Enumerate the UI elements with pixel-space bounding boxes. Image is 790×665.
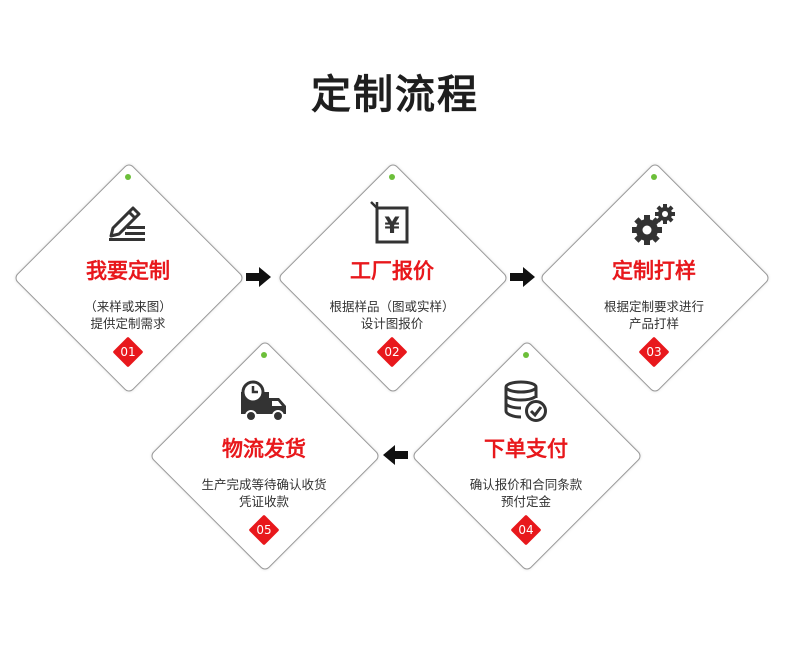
step-card-3: 定制打样 根据定制要求进行 产品打样 03 xyxy=(539,162,771,394)
step-title: 下单支付 xyxy=(484,437,568,461)
hanging-dot xyxy=(389,174,395,180)
step-card-1: 我要定制 （来样或来图） 提供定制需求 01 xyxy=(13,162,245,394)
database-check-icon xyxy=(501,378,551,424)
step-card-4: 下单支付 确认报价和合同条款 预付定金 04 xyxy=(411,340,643,572)
step-number-badge: 01 xyxy=(112,336,144,368)
step-description: 生产完成等待确认收货 凭证收款 xyxy=(201,477,327,509)
svg-text:¥: ¥ xyxy=(384,214,400,239)
hanging-dot xyxy=(125,174,131,180)
step-number-badge: 05 xyxy=(248,514,280,546)
step-title: 定制打样 xyxy=(612,259,696,283)
step-title: 我要定制 xyxy=(86,259,170,283)
arrow-right-icon xyxy=(246,266,272,288)
page-title: 定制流程 xyxy=(311,72,479,118)
step-title: 物流发货 xyxy=(222,437,306,461)
step-number-badge: 02 xyxy=(376,336,408,368)
yuan-document-icon: ¥ xyxy=(367,200,417,246)
step-card-5: 物流发货 生产完成等待确认收货 凭证收款 05 xyxy=(149,340,381,572)
step-description: （来样或来图） 提供定制需求 xyxy=(84,299,172,331)
hanging-dot xyxy=(523,352,529,358)
step-description: 确认报价和合同条款 预付定金 xyxy=(469,477,583,509)
step-description: 根据定制要求进行 产品打样 xyxy=(603,299,704,331)
hanging-dot xyxy=(261,352,267,358)
pen-edit-icon xyxy=(103,200,153,246)
step-card-2: ¥ 工厂报价 根据样品（图或实样） 设计图报价 02 xyxy=(277,162,509,394)
arrow-left-icon xyxy=(382,444,408,466)
step-description: 根据样品（图或实样） 设计图报价 xyxy=(329,299,455,331)
step-title: 工厂报价 xyxy=(350,259,434,283)
delivery-truck-icon xyxy=(239,378,289,424)
hanging-dot xyxy=(651,174,657,180)
arrow-right-icon xyxy=(510,266,536,288)
step-number-badge: 03 xyxy=(638,336,670,368)
gears-icon xyxy=(629,200,679,246)
step-number-badge: 04 xyxy=(510,514,542,546)
